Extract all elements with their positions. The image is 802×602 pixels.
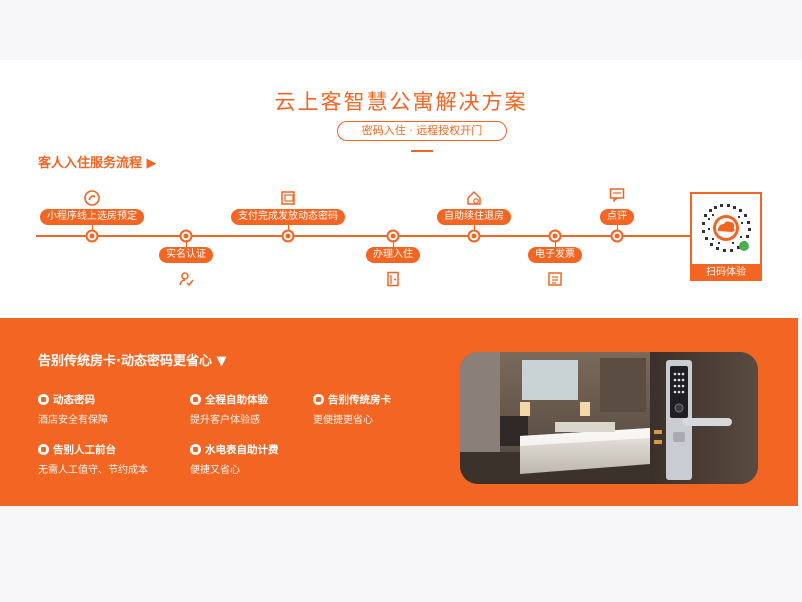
invoice-icon (547, 271, 563, 287)
door-icon (385, 271, 401, 287)
home-refresh-icon (466, 190, 482, 206)
qr-label: 扫码体验 (690, 264, 762, 281)
timeline-dot (85, 229, 99, 243)
timeline-dot (467, 229, 481, 243)
self-service-icon (190, 394, 201, 405)
feature-desc: 便捷又省心 (190, 465, 240, 476)
feature-title: 告别人工前台 (53, 444, 116, 456)
utility-icon (190, 444, 201, 455)
step-stem (393, 240, 394, 247)
card-icon (313, 394, 324, 405)
flow-heading: 客人入住服务流程 ▶ (38, 156, 157, 171)
step-stem (186, 240, 187, 247)
feature-title: 动态密码 (53, 394, 95, 406)
title-divider (411, 150, 433, 152)
promo-heading: 告别传统房卡·动态密码更省心 ▼ (38, 354, 227, 369)
reception-icon (38, 444, 49, 455)
step-review[interactable]: 点评 (600, 209, 634, 225)
step-e-invoice[interactable]: 电子发票 (528, 247, 582, 263)
step-self-checkout[interactable]: 自助续住退房 (437, 209, 511, 225)
feature-desc: 更便捷更省心 (313, 415, 373, 426)
feature-no-front-desk: 告别人工前台 无需人工值守、节约成本 (38, 442, 148, 476)
step-online-booking[interactable]: 小程序线上选房预定 (40, 209, 144, 225)
flow-section (0, 60, 802, 318)
timeline-dot (281, 229, 295, 243)
feature-self-service: 全程自助体验 提升客户体验感 (190, 392, 268, 426)
step-real-name-auth[interactable]: 实名认证 (159, 247, 213, 263)
person-check-icon (178, 271, 194, 287)
step-payment-code[interactable]: 支付完成发放动态密码 (231, 209, 345, 225)
comment-icon (609, 187, 625, 203)
step-stem (555, 240, 556, 247)
subtitle-badge: 密码入住 · 远程授权开门 (337, 121, 507, 141)
feature-no-room-card: 告别传统房卡 更便捷更省心 (313, 392, 391, 426)
feature-title: 全程自助体验 (205, 394, 268, 406)
key-icon (38, 394, 49, 405)
timeline-line (36, 235, 690, 237)
feature-title: 水电表自助计费 (205, 444, 279, 456)
feature-desc: 无需人工值守、节约成本 (38, 465, 148, 476)
feature-title: 告别传统房卡 (328, 394, 391, 406)
feature-utility-billing: 水电表自助计费 便捷又省心 (190, 442, 279, 476)
timeline-dot (179, 229, 193, 243)
page-title: 云上客智慧公寓解决方案 (274, 90, 528, 114)
feature-desc: 酒店安全有保障 (38, 415, 108, 426)
feature-dynamic-password: 动态密码 酒店安全有保障 (38, 392, 108, 426)
timeline-dot (610, 229, 624, 243)
payment-code-icon (280, 190, 296, 206)
miniprogram-icon (84, 190, 100, 206)
qr-code[interactable] (690, 192, 762, 268)
step-check-in[interactable]: 办理入住 (366, 247, 420, 263)
qr-code-image (698, 200, 754, 256)
feature-desc: 提升客户体验感 (190, 415, 260, 426)
hotel-room-image (460, 352, 758, 484)
